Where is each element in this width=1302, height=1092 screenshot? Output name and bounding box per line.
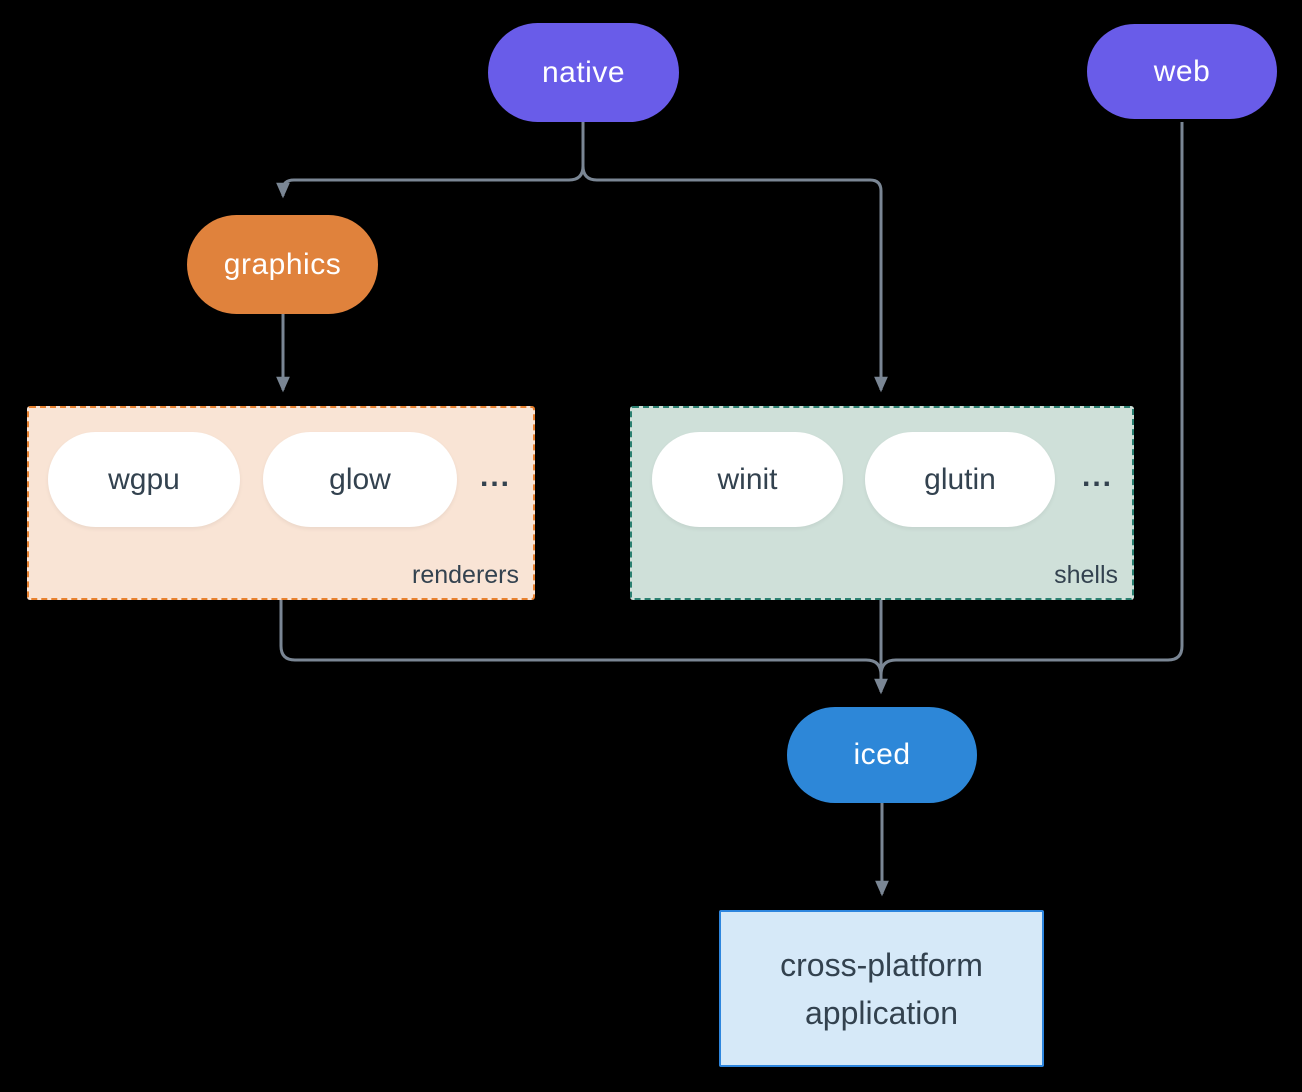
edge-renderers-to-merge <box>279 600 883 676</box>
pill-winit-label: winit <box>717 462 778 496</box>
node-web-label: web <box>1153 54 1211 88</box>
group-renderers: wgpu glow ... renderers <box>27 406 535 600</box>
node-iced-label: iced <box>853 738 911 771</box>
edge-native-to-shells <box>581 122 888 393</box>
node-iced: iced <box>787 707 977 803</box>
renderers-ellipsis: ... <box>480 460 512 493</box>
node-web: web <box>1087 24 1277 119</box>
group-shells: winit glutin ... shells <box>630 406 1134 600</box>
node-graphics-label: graphics <box>223 247 342 281</box>
app-box-line2: application <box>805 994 958 1031</box>
node-native: native <box>488 23 679 122</box>
pill-wgpu: wgpu <box>48 432 240 527</box>
edge-native-to-graphics <box>276 122 585 199</box>
shells-group-label: shells <box>1054 561 1118 589</box>
pill-wgpu-label: wgpu <box>108 462 180 496</box>
shells-ellipsis: ... <box>1082 460 1114 493</box>
node-native-label: native <box>541 55 626 89</box>
renderers-group-label: renderers <box>412 561 519 589</box>
pill-winit: winit <box>652 432 843 527</box>
edge-web-to-merge <box>879 122 1184 676</box>
pill-glutin: glutin <box>865 432 1055 527</box>
pill-glutin-label: glutin <box>924 462 996 496</box>
node-graphics: graphics <box>187 215 378 314</box>
pill-glow: glow <box>263 432 457 527</box>
node-cross-platform-application: cross-platform application <box>719 910 1044 1067</box>
app-box-line1: cross-platform <box>780 946 983 983</box>
pill-glow-label: glow <box>329 462 391 496</box>
